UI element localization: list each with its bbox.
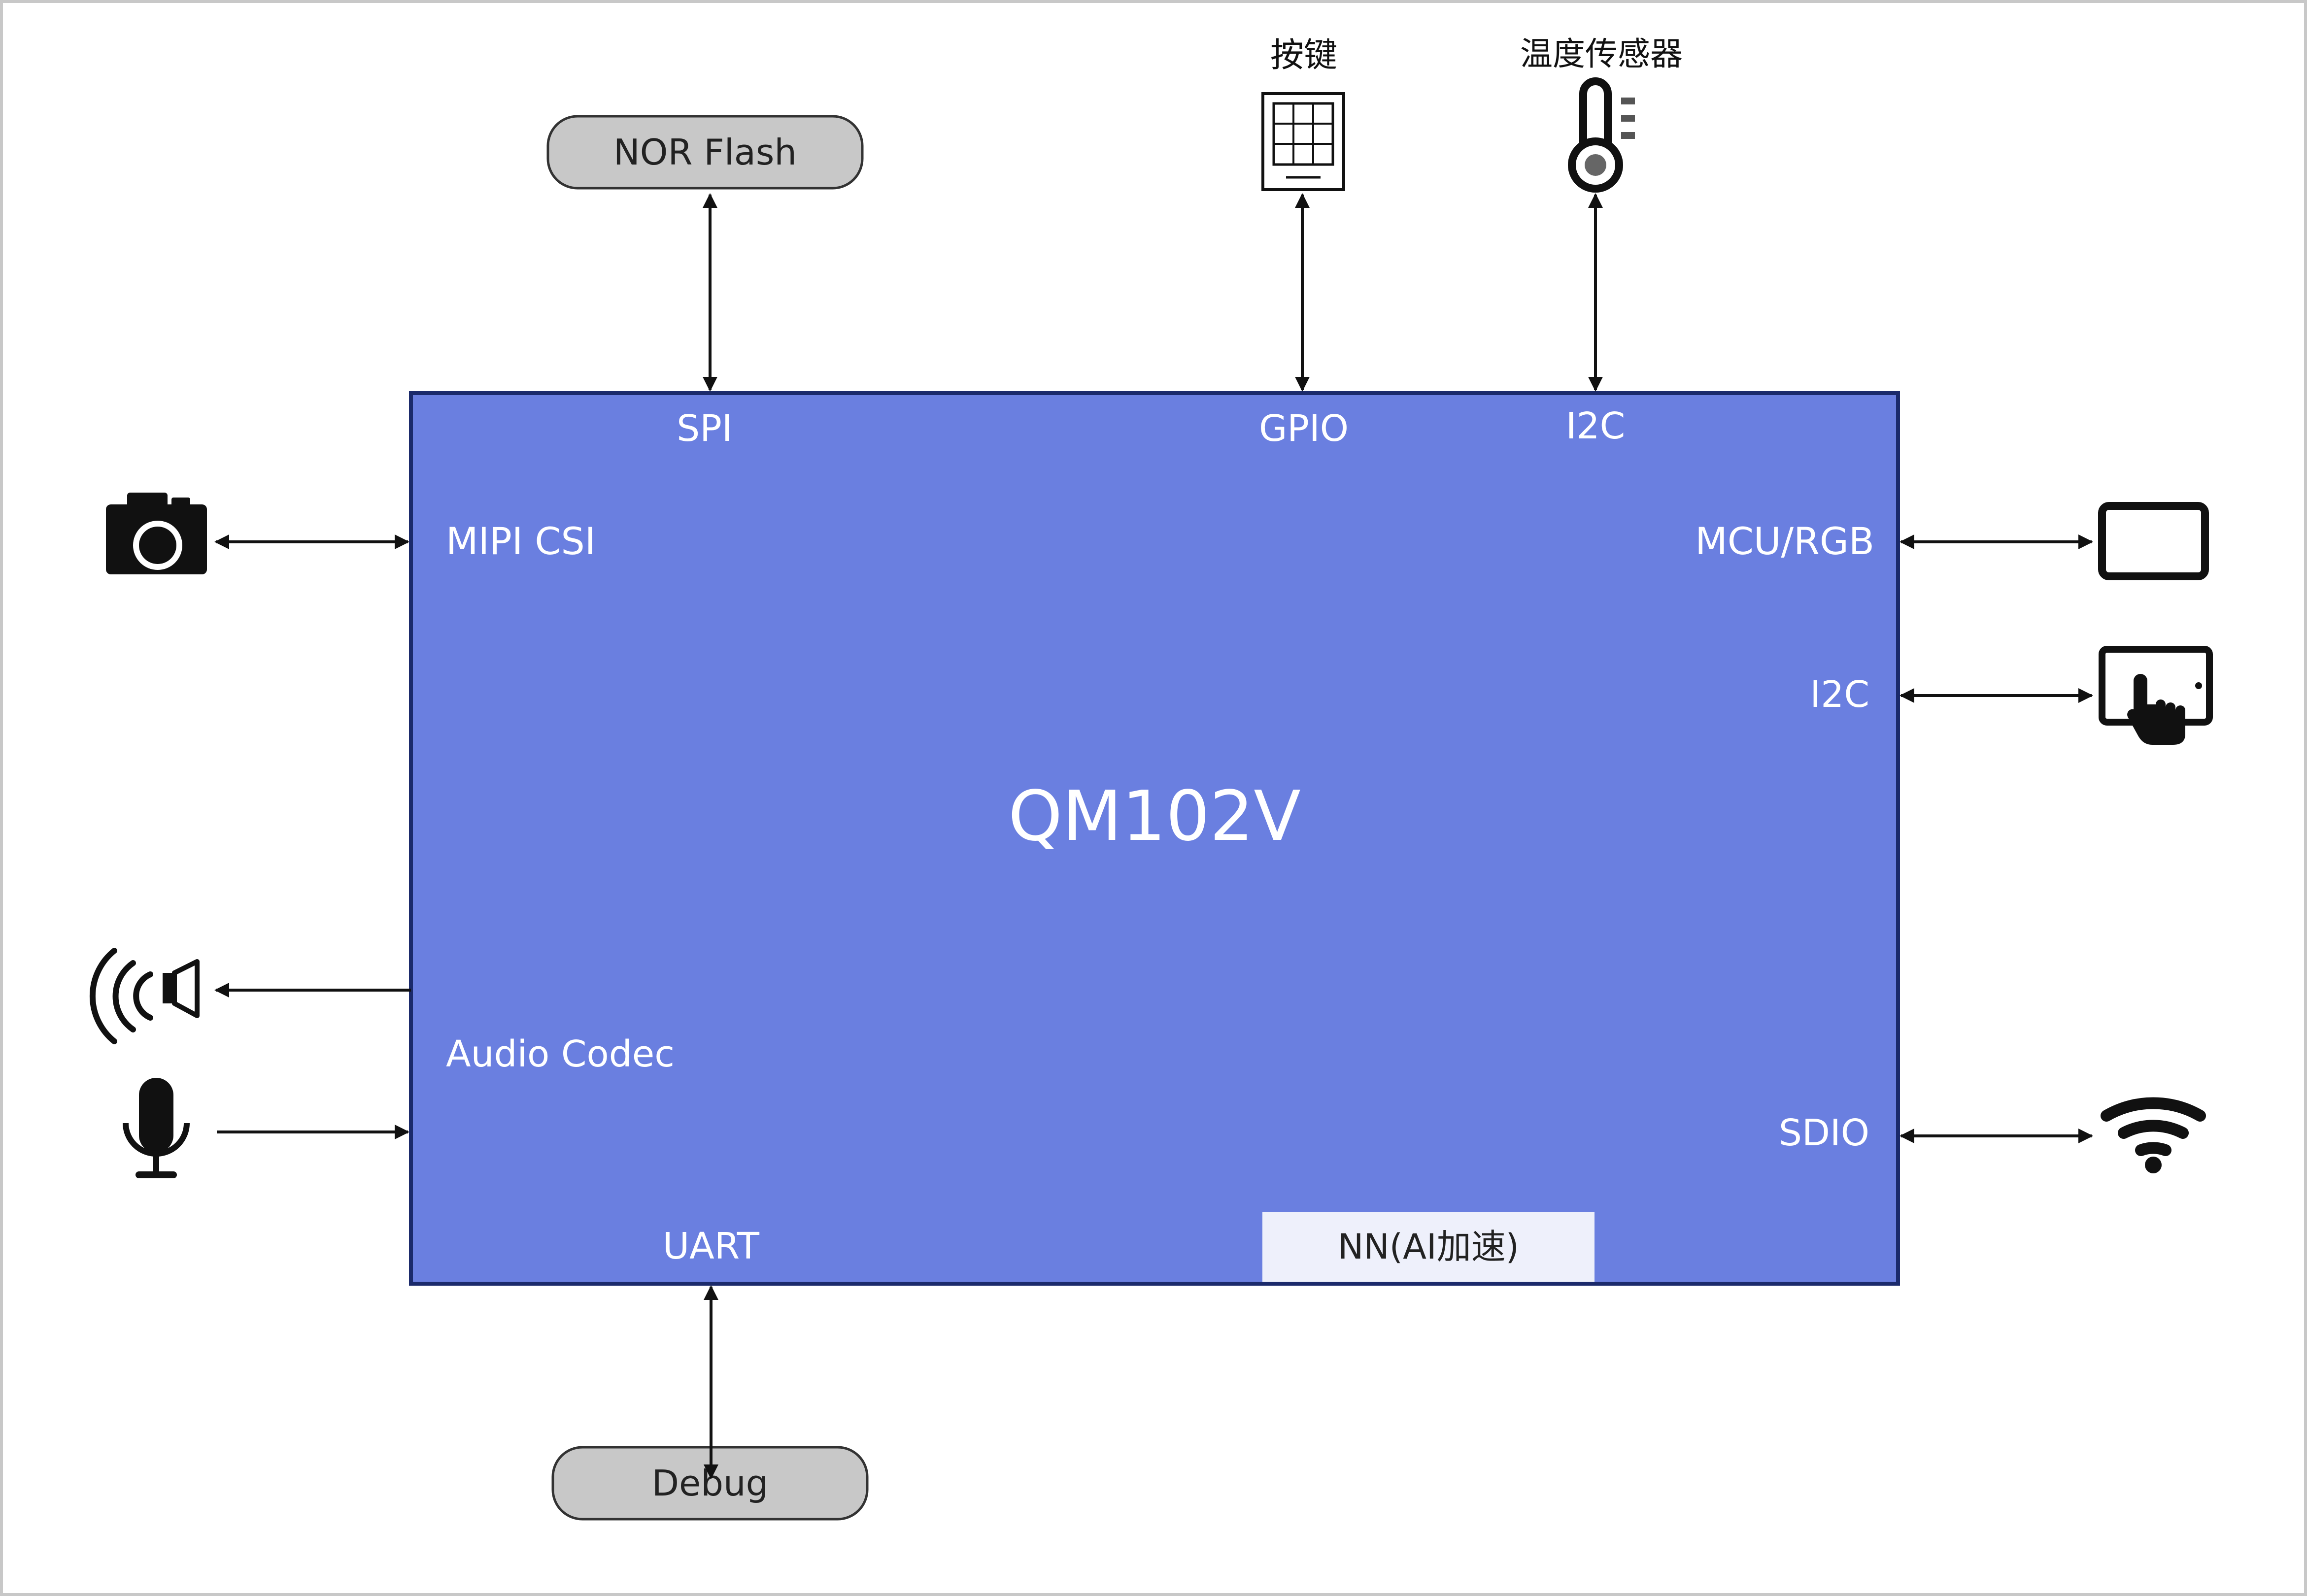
mcu-rgb-label: MCU/RGB [1695, 519, 1874, 563]
audio-codec-label: Audio Codec [446, 1033, 675, 1075]
wifi-icon [2101, 1097, 2206, 1173]
speaker-icon [89, 948, 200, 1044]
i2c-top-label: I2C [1566, 405, 1626, 447]
sdio-label: SDIO [1779, 1112, 1869, 1154]
chip-block [409, 391, 1900, 1286]
nor-flash-label: NOR Flash [613, 132, 797, 173]
gpio-label: GPIO [1259, 407, 1349, 450]
mipi-csi-label: MIPI CSI [446, 519, 596, 563]
camera-icon [106, 493, 207, 574]
connections [214, 193, 2093, 1479]
thermometer-icon [1568, 77, 1635, 193]
touch-tablet-icon [2099, 646, 2213, 745]
uart-label: UART [663, 1225, 760, 1267]
i2c-right-label: I2C [1810, 673, 1869, 716]
microphone-icon [123, 1078, 190, 1178]
spi-label: SPI [677, 407, 732, 450]
display-icon [2098, 502, 2209, 580]
keypad-icon [1261, 92, 1345, 191]
temp-sensor-label: 温度传感器 [1520, 35, 1683, 73]
nor-flash-block [546, 115, 864, 190]
keypad-label: 按键 [1270, 36, 1337, 75]
chip-name: QM102V [1008, 776, 1301, 857]
nn-block [1262, 1212, 1595, 1282]
nn-label: NN(AI加速) [1338, 1227, 1519, 1267]
